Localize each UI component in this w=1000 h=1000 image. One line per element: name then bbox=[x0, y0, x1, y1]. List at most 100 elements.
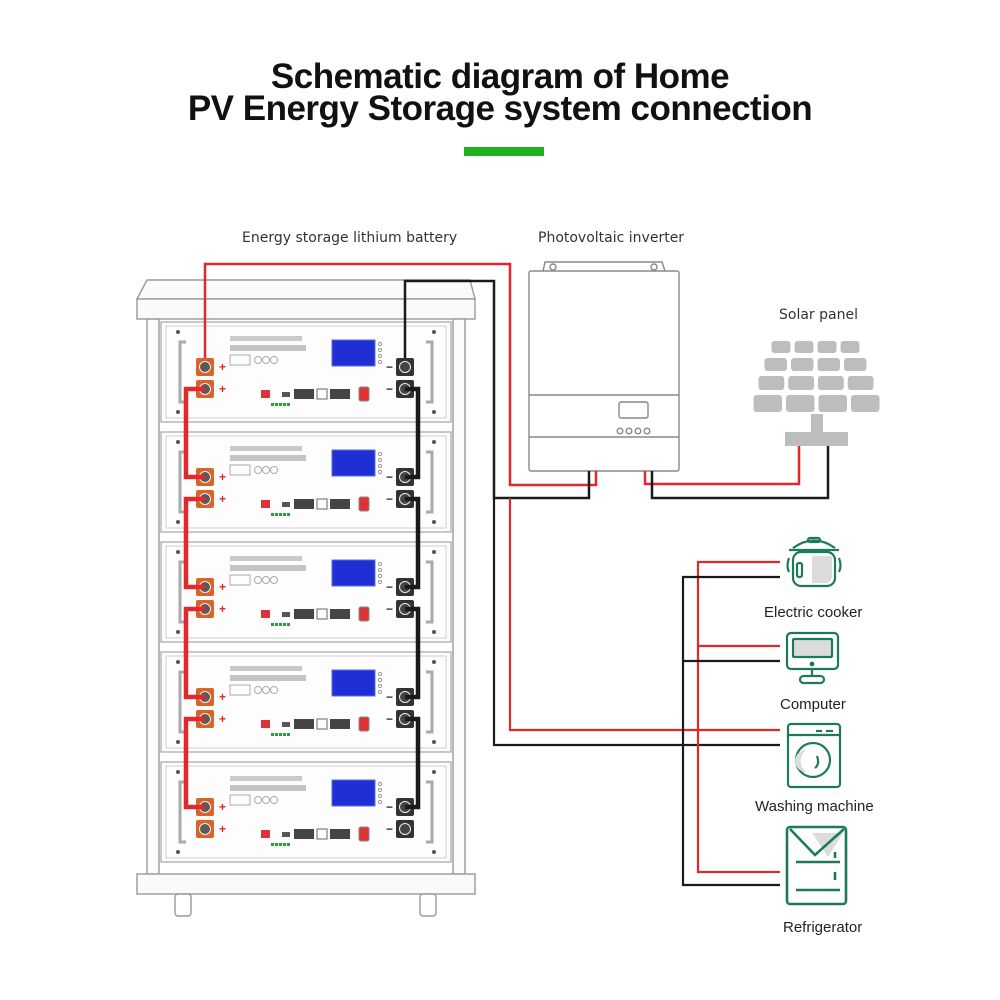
screw-icon bbox=[176, 330, 180, 334]
cert-mark-icon bbox=[254, 686, 262, 694]
battery-type-text bbox=[230, 565, 306, 571]
usb-port-icon bbox=[316, 828, 328, 840]
handle-icon bbox=[426, 340, 434, 404]
bms-badge bbox=[229, 354, 251, 366]
status-led-icon bbox=[377, 787, 383, 793]
rj45-port-icon bbox=[330, 719, 350, 729]
port-icon bbox=[282, 832, 290, 837]
status-led-icon bbox=[377, 573, 383, 579]
status-led-icon bbox=[377, 689, 383, 695]
status-led-icon bbox=[377, 469, 383, 475]
cert-mark-icon bbox=[262, 796, 270, 804]
status-led-icon bbox=[377, 579, 383, 585]
bus-red-cooker bbox=[696, 560, 780, 730]
bms-badge bbox=[229, 574, 251, 586]
status-led-icon bbox=[377, 677, 383, 683]
bms-badge bbox=[229, 464, 251, 476]
positive-jumper-cable bbox=[183, 716, 205, 810]
cert-mark-icon bbox=[254, 466, 262, 474]
dip-switch bbox=[261, 390, 270, 398]
brand-text-line bbox=[230, 776, 302, 781]
status-led-icon bbox=[377, 799, 383, 805]
solar-cell bbox=[844, 358, 867, 371]
brand-text-line bbox=[230, 666, 302, 671]
positive-symbol: + bbox=[219, 492, 226, 506]
battery-type-text bbox=[230, 345, 306, 351]
status-led-icon bbox=[377, 781, 383, 787]
battery-type-text bbox=[230, 455, 306, 461]
screw-icon bbox=[432, 440, 436, 444]
ac-line-black bbox=[492, 498, 780, 747]
negative-jumper-cable bbox=[405, 606, 421, 700]
positive-symbol: + bbox=[219, 360, 226, 374]
battery-modules: ++−−++−−++−−++−−++−− bbox=[160, 321, 452, 863]
port-icon bbox=[282, 392, 290, 397]
battery-module: ++−− bbox=[160, 321, 452, 423]
status-led-icon bbox=[377, 451, 383, 457]
rj45-port-icon bbox=[330, 499, 350, 509]
screw-icon bbox=[176, 520, 180, 524]
handle-icon bbox=[178, 450, 186, 514]
screw-icon bbox=[176, 550, 180, 554]
handle-icon bbox=[426, 560, 434, 624]
screw-icon bbox=[432, 330, 436, 334]
power-switch bbox=[358, 606, 370, 622]
rj45-port-icon bbox=[294, 609, 314, 619]
cert-mark-icon bbox=[254, 796, 262, 804]
solar-mount-base bbox=[785, 432, 848, 446]
negative-symbol: − bbox=[386, 822, 393, 836]
handle-icon bbox=[178, 560, 186, 624]
lcd-screen bbox=[331, 339, 376, 367]
rj45-port-icon bbox=[330, 829, 350, 839]
solar-cell bbox=[817, 341, 837, 353]
status-led-icon bbox=[377, 341, 383, 347]
brand-text-line bbox=[230, 336, 302, 341]
positive-symbol: + bbox=[219, 382, 226, 396]
port-icon bbox=[282, 612, 290, 617]
negative-symbol: − bbox=[386, 382, 393, 396]
solar-mount-post bbox=[811, 414, 823, 434]
bus-black-cooker bbox=[681, 575, 780, 745]
battery-module: + + − − bbox=[160, 651, 452, 753]
status-led-icon bbox=[377, 457, 383, 463]
solar-cell bbox=[817, 358, 840, 371]
positive-jumper-cable bbox=[183, 496, 205, 590]
positive-symbol: + bbox=[219, 712, 226, 726]
usb-port-icon bbox=[316, 608, 328, 620]
battery-rack-icon bbox=[135, 279, 476, 917]
cert-mark-icon bbox=[270, 576, 278, 584]
screw-icon bbox=[432, 770, 436, 774]
status-led-icon bbox=[377, 561, 383, 567]
rj45-port-icon bbox=[294, 719, 314, 729]
screw-icon bbox=[432, 550, 436, 554]
negative-symbol: − bbox=[386, 712, 393, 726]
negative-symbol: − bbox=[386, 580, 393, 594]
negative-symbol: − bbox=[386, 470, 393, 484]
battery-type-text bbox=[230, 785, 306, 791]
inverter-display bbox=[618, 401, 649, 419]
negative-symbol: − bbox=[386, 690, 393, 704]
usb-port-icon bbox=[316, 718, 328, 730]
screw-icon bbox=[432, 630, 436, 634]
positive-jumper-cable bbox=[183, 386, 205, 480]
power-switch bbox=[358, 496, 370, 512]
battery-module: ++−− bbox=[160, 431, 452, 533]
status-led-icon bbox=[377, 359, 383, 365]
solar-negative-lead bbox=[650, 446, 830, 500]
handle-icon bbox=[426, 780, 434, 844]
screw-icon bbox=[176, 740, 180, 744]
solar-cell bbox=[771, 341, 791, 353]
battery-type-text bbox=[230, 675, 306, 681]
cert-mark-icon bbox=[270, 356, 278, 364]
appliance-label-computer: Computer bbox=[780, 696, 846, 713]
status-led-icon bbox=[377, 567, 383, 573]
positive-symbol: + bbox=[219, 800, 226, 814]
title-line-2: PV Energy Storage system connection bbox=[187, 89, 813, 128]
dip-switch bbox=[261, 720, 270, 728]
positive-symbol: + bbox=[219, 690, 226, 704]
cert-mark-icon bbox=[262, 466, 270, 474]
lcd-screen bbox=[331, 669, 376, 697]
title-line-1: Schematic diagram of Home bbox=[270, 57, 730, 96]
status-led-icon bbox=[377, 463, 383, 469]
negative-jumper-cable bbox=[405, 716, 421, 810]
